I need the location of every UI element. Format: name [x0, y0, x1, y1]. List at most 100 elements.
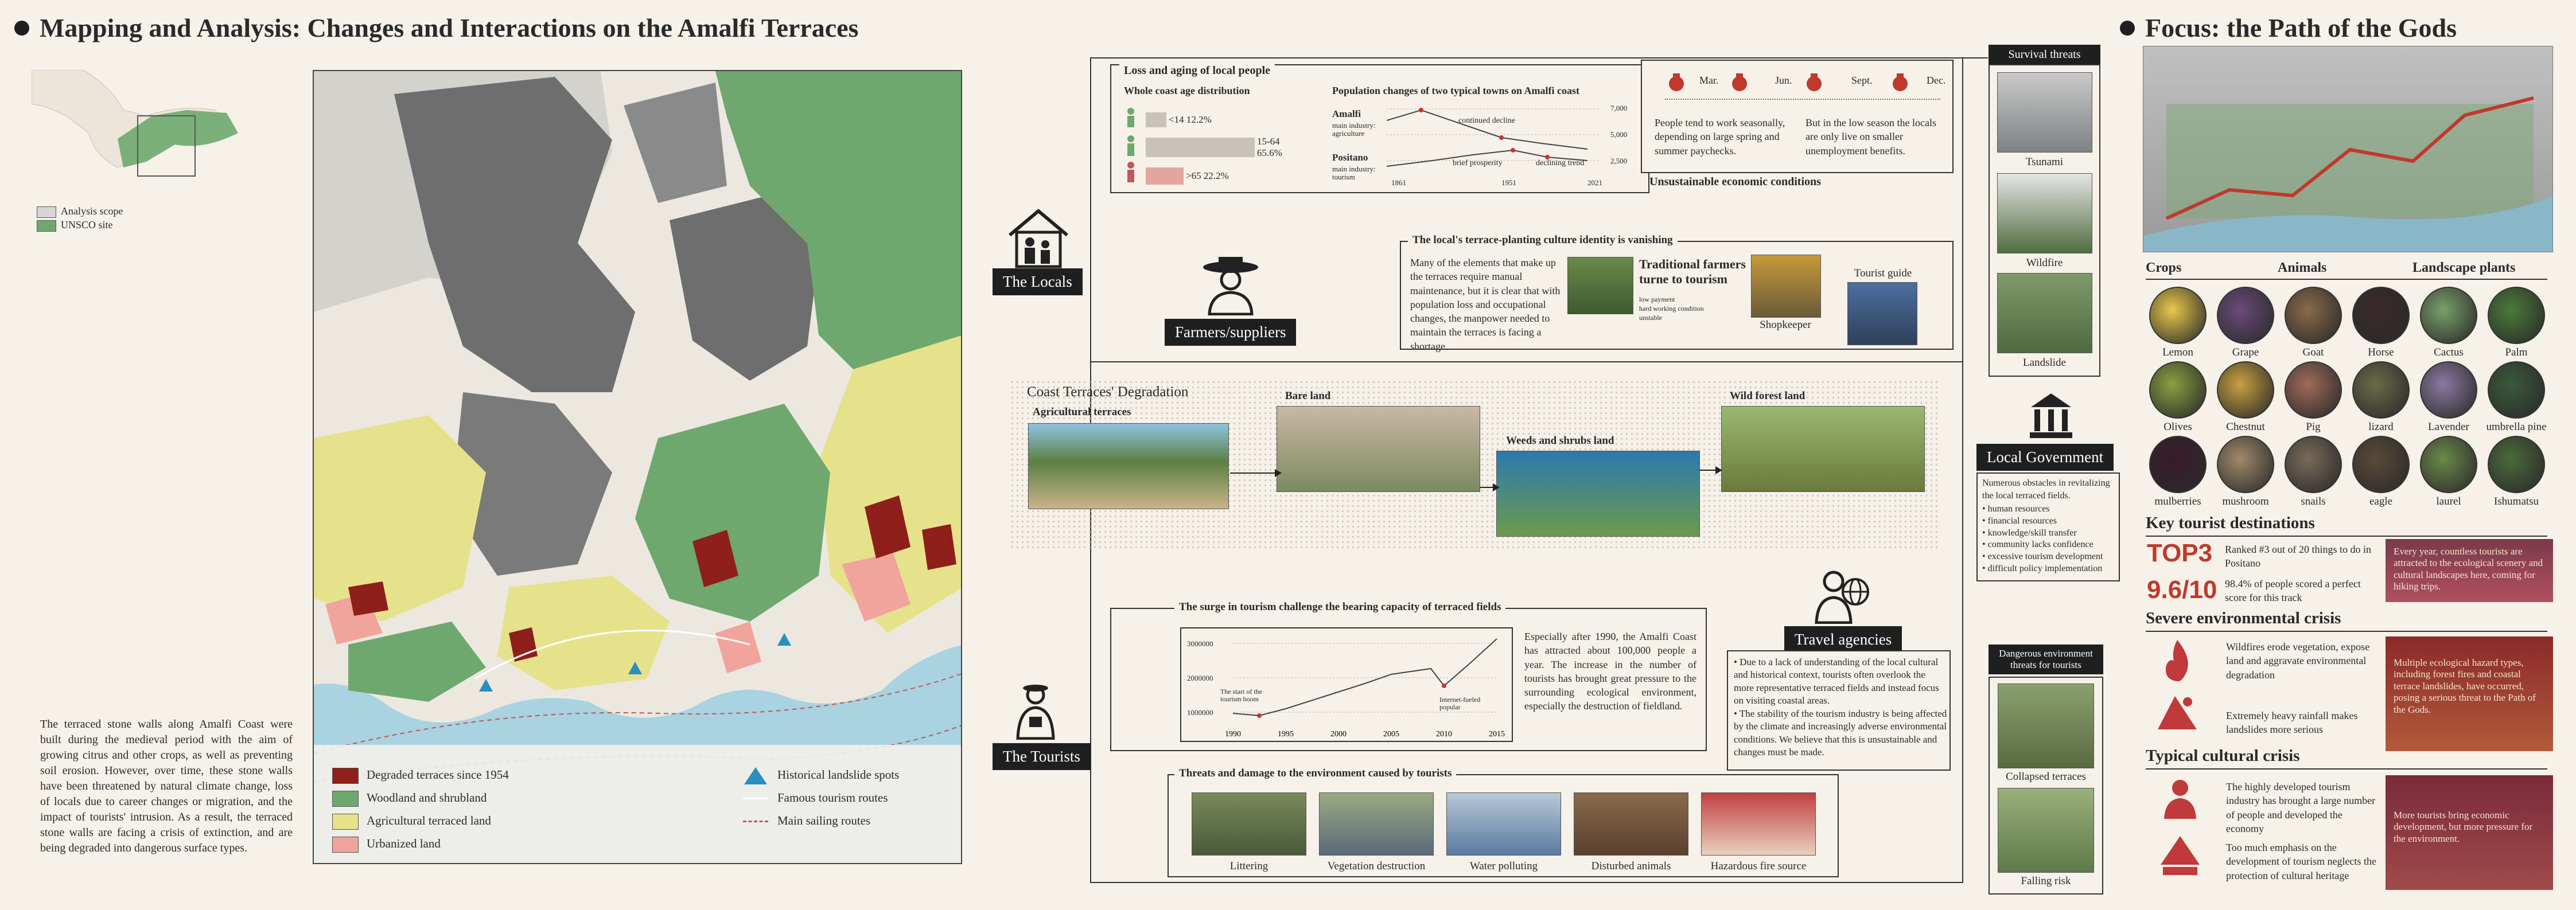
- connector-top: [1090, 57, 1988, 58]
- landslide-icon: [2158, 696, 2197, 729]
- unsust-label: Unsustainable economic conditions: [1649, 175, 1821, 188]
- fire-photo: [1701, 792, 1816, 856]
- env-side-text: Multiple ecological hazard types, includ…: [2394, 657, 2536, 715]
- tour-x-tick: 2015: [1489, 730, 1505, 739]
- right-title: Focus: the Path of the Gods: [2120, 13, 2457, 43]
- tourists-label[interactable]: The Tourists: [993, 743, 1091, 770]
- people-icon: [2164, 780, 2196, 819]
- tour-y-2m: 2000000: [1187, 674, 1213, 682]
- species-photo: [2285, 436, 2342, 493]
- tourism-box: The surge in tourism challenge the beari…: [1110, 601, 1707, 751]
- species-photo: [2217, 361, 2274, 419]
- gov-item-text: community lacks confidence: [1987, 540, 2094, 550]
- main-map-svg: [314, 71, 961, 863]
- gov-list: • human resources • financial resources …: [1982, 503, 2103, 575]
- legend-urban-swatch: [332, 837, 359, 853]
- season-box: Mar. Jun. Sept. Dec. People tend to work…: [1641, 60, 1954, 173]
- cult-text1: The highly developed tourism industry ha…: [2226, 781, 2376, 834]
- tour-annot-boom: The start of the tourism boom: [1220, 688, 1262, 704]
- shopkeeper: Shopkeeper: [1760, 319, 1811, 331]
- species-label: mushroom: [2222, 495, 2269, 507]
- species-label: mulberries: [2154, 495, 2201, 507]
- stage-weeds: Weeds and shrubs land: [1506, 435, 1614, 447]
- tour-annot-internet: Internet-fueled popular: [1439, 696, 1481, 712]
- agency-bullet: • Due to a lack of understanding of the …: [1734, 657, 1939, 706]
- tourist-guide: Tourist guide: [1854, 267, 1912, 279]
- legend-urban: Urbanized land: [367, 837, 441, 850]
- money-bag-icon-4: [1893, 73, 1908, 91]
- legend-sailing-line: [743, 821, 768, 822]
- cult-title: Typical cultural crisis: [2146, 747, 2300, 765]
- connector-right: [1962, 57, 1963, 883]
- money-bag-icon: [1669, 73, 1684, 91]
- weeds-photo[interactable]: [1496, 451, 1700, 537]
- tourism-title: The surge in tourism challenge the beari…: [1174, 601, 1506, 614]
- species-label: Lemon: [2162, 346, 2193, 358]
- top3: TOP3: [2147, 539, 2213, 567]
- season-text1: People tend to work seasonally, dependin…: [1655, 117, 1785, 157]
- right-title-text: Focus: the Path of the Gods: [2145, 13, 2457, 42]
- month-axis: [1665, 99, 1940, 100]
- guide-photo: [1847, 282, 1917, 345]
- cult-side-text: More tourists bring economic development…: [2394, 810, 2533, 844]
- age-working: 15-64: [1257, 136, 1280, 147]
- pop-x-2021: 2021: [1587, 178, 1602, 187]
- age-title: Whole coast age distribution: [1124, 85, 1250, 96]
- species-photo: [2420, 361, 2477, 419]
- farmers-label[interactable]: Farmers/suppliers: [1165, 319, 1297, 346]
- town-amalfi: Amalfi: [1332, 108, 1361, 119]
- forest-photo[interactable]: [1721, 406, 1925, 492]
- main-map[interactable]: Degraded terraces since 1954 Woodland an…: [313, 70, 962, 864]
- gov-label[interactable]: Local Government: [1976, 444, 2114, 471]
- money-bag-icon-3: [1807, 73, 1822, 91]
- farmers-text: Many of the elements that make up the te…: [1410, 257, 1561, 352]
- age-working-pct: 65.6%: [1257, 147, 1282, 158]
- tsunami-photo: [1997, 72, 2092, 153]
- locals-label[interactable]: The Locals: [993, 268, 1083, 295]
- bare-photo[interactable]: [1277, 406, 1480, 492]
- pop-note-prosperity: brief prosperity: [1453, 159, 1503, 167]
- agency-bullet-text: Due to a lack of understanding of the lo…: [1734, 657, 1939, 706]
- damage-vegetation: Vegetation destruction: [1327, 860, 1426, 872]
- species-photo: [2149, 436, 2207, 493]
- species-rule: [2146, 279, 2547, 280]
- species-photo: [2352, 436, 2410, 493]
- tour-y-3m: 3000000: [1187, 639, 1213, 648]
- species-label: laurel: [2436, 495, 2461, 507]
- path-map[interactable]: [2143, 46, 2553, 252]
- species-photo: [2217, 436, 2274, 493]
- tour-point: [1257, 713, 1262, 718]
- species-label: snails: [2301, 495, 2326, 507]
- agency-bullet: • The stability of the tourism industry …: [1734, 708, 1947, 758]
- gov-item-text: difficult policy implementation: [1987, 563, 2103, 573]
- agent-globe-icon: [1815, 571, 1869, 624]
- damage-water: Water polluting: [1469, 860, 1538, 872]
- legend-landslide: Historical landslide spots: [777, 768, 900, 782]
- agency-label[interactable]: Travel agencies: [1784, 626, 1902, 653]
- legend-analysis-swatch: [37, 206, 56, 218]
- gov-intro: Numerous obstacles in revitalizing the l…: [1982, 478, 2110, 501]
- agri-photo[interactable]: [1028, 423, 1229, 509]
- species-photo: [2149, 361, 2207, 419]
- pop-y-low: 2,500: [1610, 157, 1628, 165]
- key-rule: [2146, 536, 2547, 537]
- threat-landslide: Landslide: [2023, 357, 2066, 369]
- gov-item-text: knowledge/skill transfer: [1987, 528, 2077, 538]
- age-young: <14 12.2%: [1169, 114, 1212, 125]
- stage-bare: Bare land: [1285, 390, 1331, 402]
- month-jun: Jun.: [1775, 75, 1792, 86]
- species-photo: [2420, 287, 2477, 344]
- species-photo: [2488, 361, 2545, 419]
- species-photo: [2488, 287, 2545, 344]
- damage-animals: Disturbed animals: [1591, 860, 1671, 872]
- agency-bullets: • Due to a lack of understanding of the …: [1734, 656, 1947, 759]
- tourist-icon: [1016, 685, 1055, 740]
- loss-title: Loss and aging of local people: [1119, 64, 1275, 77]
- month-sept: Sept.: [1851, 75, 1873, 86]
- species-photo: [2285, 361, 2342, 419]
- species-label: eagle: [2369, 495, 2393, 507]
- legend-agri-swatch: [332, 814, 359, 830]
- littering-photo: [1192, 792, 1306, 856]
- pop-note-trend: declining trend: [1536, 159, 1585, 167]
